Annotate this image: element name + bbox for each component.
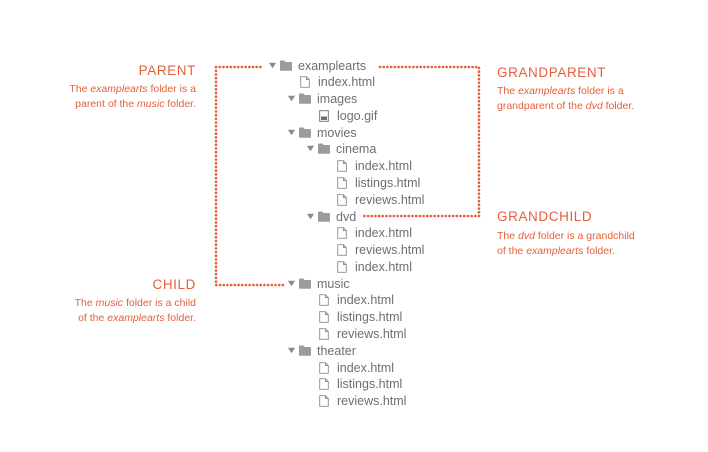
expand-arrow-icon[interactable] — [306, 144, 315, 153]
expand-arrow-icon[interactable] — [287, 94, 296, 103]
folder-icon — [299, 93, 311, 104]
grandchild-description: The dvd folder is a grandchild of the ex… — [497, 230, 635, 257]
file-name: reviews.html — [355, 192, 425, 207]
folder-icon — [299, 278, 311, 289]
image-file-icon — [319, 110, 329, 122]
file-name: index.html — [337, 292, 394, 307]
file-theater-listings[interactable]: listings.html — [319, 375, 402, 392]
document-icon — [337, 177, 347, 189]
parent-description: The examplearts folder is a parent of th… — [69, 83, 196, 110]
folder-cinema[interactable]: cinema — [306, 140, 376, 157]
file-root-index[interactable]: index.html — [300, 73, 375, 90]
document-icon — [319, 395, 329, 407]
file-music-reviews[interactable]: reviews.html — [319, 325, 406, 342]
grandparent-description: The examplearts folder is a grandparent … — [497, 85, 635, 112]
child-description: The music folder is a child of the examp… — [74, 297, 196, 324]
expand-arrow-icon[interactable] — [268, 61, 277, 70]
folder-movies[interactable]: movies — [287, 124, 357, 141]
file-cinema-index[interactable]: index.html — [337, 157, 412, 174]
folder-music[interactable]: music — [287, 275, 350, 292]
file-music-listings[interactable]: listings.html — [319, 308, 402, 325]
file-dvd-reviews[interactable]: reviews.html — [337, 241, 424, 258]
expand-arrow-icon[interactable] — [287, 279, 296, 288]
document-icon — [337, 227, 347, 239]
folder-name: dvd — [336, 209, 357, 224]
file-name: index.html — [337, 360, 394, 375]
expand-arrow-icon[interactable] — [306, 212, 315, 221]
folder-icon — [318, 211, 330, 222]
document-icon — [337, 244, 347, 256]
document-icon — [319, 378, 329, 390]
file-theater-reviews[interactable]: reviews.html — [319, 392, 406, 409]
folder-name: music — [317, 276, 350, 291]
file-theater-index[interactable]: index.html — [319, 359, 394, 376]
folder-examplearts[interactable]: examplearts — [268, 57, 366, 74]
folder-icon — [318, 143, 330, 154]
parent-child-bracket — [214, 65, 285, 287]
document-icon — [319, 328, 329, 340]
parent-title: PARENT — [138, 63, 196, 78]
folder-name: images — [317, 91, 358, 106]
folder-icon — [280, 60, 292, 71]
file-name: index.html — [355, 158, 412, 173]
file-cinema-reviews[interactable]: reviews.html — [337, 191, 424, 208]
folder-images[interactable]: images — [287, 90, 357, 107]
grandparent-grandchild-bracket — [362, 65, 481, 218]
document-icon — [337, 194, 347, 206]
file-name: reviews.html — [355, 242, 425, 257]
file-name: listings.html — [355, 175, 421, 190]
folder-name: cinema — [336, 141, 377, 156]
document-icon — [319, 362, 329, 374]
file-name: reviews.html — [337, 393, 407, 408]
file-dvd-index[interactable]: index.html — [337, 224, 412, 241]
folder-icon — [299, 127, 311, 138]
file-name: index.html — [318, 74, 375, 89]
document-icon — [337, 160, 347, 172]
document-icon — [319, 294, 329, 306]
file-music-index[interactable]: index.html — [319, 291, 394, 308]
document-icon — [337, 261, 347, 273]
file-name: index.html — [355, 259, 412, 274]
document-icon — [319, 311, 329, 323]
folder-name: movies — [317, 125, 357, 140]
folder-name: theater — [317, 343, 356, 358]
file-name: listings.html — [337, 309, 403, 324]
file-logo-gif[interactable]: logo.gif — [319, 107, 377, 124]
file-name: reviews.html — [337, 326, 407, 341]
grandchild-title: GRANDCHILD — [497, 209, 593, 224]
folder-icon — [299, 345, 311, 356]
folder-dvd[interactable]: dvd — [306, 208, 356, 225]
folder-name: examplearts — [298, 58, 367, 73]
expand-arrow-icon[interactable] — [287, 128, 296, 137]
file-dvd-index-2[interactable]: index.html — [337, 258, 412, 275]
file-name: index.html — [355, 225, 412, 240]
grandparent-title: GRANDPARENT — [497, 65, 607, 80]
folder-theater[interactable]: theater — [287, 342, 356, 359]
file-name: listings.html — [337, 376, 403, 391]
file-cinema-listings[interactable]: listings.html — [337, 174, 420, 191]
expand-arrow-icon[interactable] — [287, 346, 296, 355]
file-name: logo.gif — [337, 108, 378, 123]
document-icon — [300, 76, 310, 88]
child-title: CHILD — [152, 277, 196, 292]
